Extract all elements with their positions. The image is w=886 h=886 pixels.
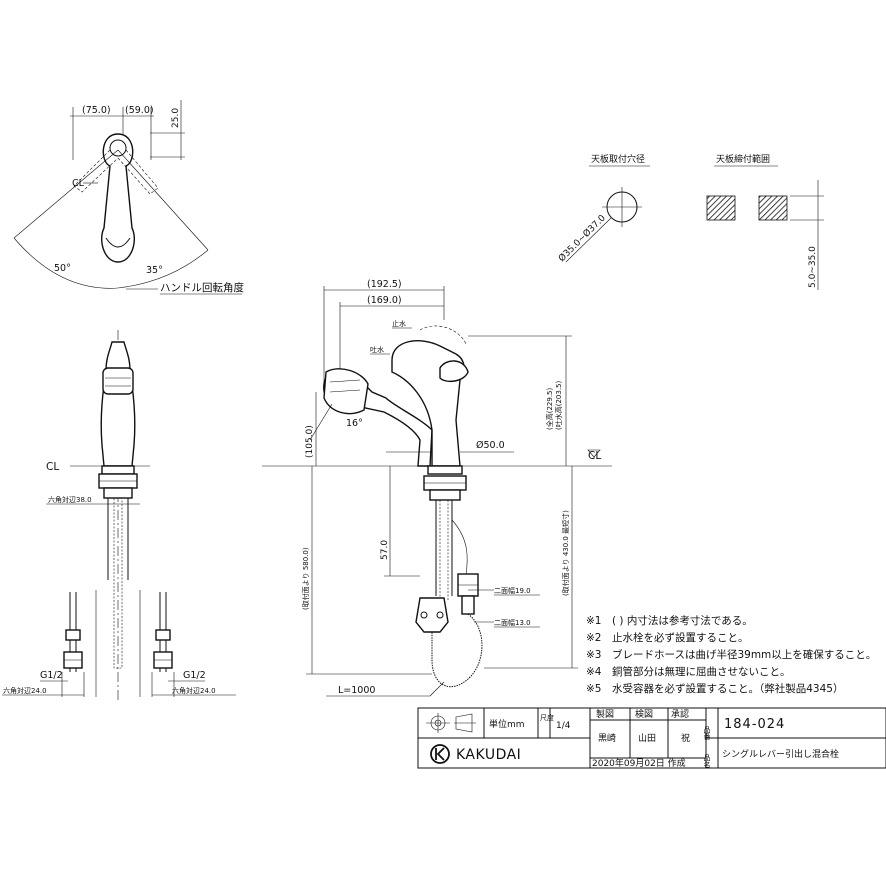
height-total: (全高(229.5): [545, 387, 554, 430]
checked-by: 山田: [638, 733, 656, 744]
checked-label: 検図: [635, 708, 653, 720]
top-view: (75.0) (59.0) 25.0 50° 35° CL ハンドル回転角度: [13, 100, 244, 295]
dim-57: 57.0: [380, 540, 390, 560]
angle-16: 16°: [346, 418, 363, 429]
width-13: 二面幅13.0: [494, 618, 531, 627]
note-5: ※5 水受容器を必ず設置すること。（弊社製品4345）: [586, 682, 843, 695]
height-spout: (吐水高(203.5): [554, 380, 563, 430]
scale-value: 1/4: [556, 721, 571, 731]
top-cl-label: CL: [72, 178, 85, 189]
dim-430: (取付面より 430.0 最短寸): [561, 510, 570, 596]
dim-580: (取付面より 580.0): [301, 547, 310, 610]
date-created: 2020年09月02日 作成: [592, 757, 686, 769]
front-hex-left: 六角対辺24.0: [3, 686, 47, 695]
dim-105: (105.0): [305, 425, 315, 458]
front-g-right: G1/2: [183, 670, 206, 681]
width-19: 二面幅19.0: [494, 586, 531, 595]
hole-dim: Ø35.0~Ø37.0: [556, 212, 608, 264]
drawn-by: 黒崎: [598, 732, 616, 744]
dim-169: (169.0): [367, 295, 402, 306]
front-view: CL 六角対辺38.0 G1/2 G1/2: [2, 330, 236, 700]
name-label: 品名: [703, 754, 711, 769]
approved-by: 祝: [681, 732, 690, 744]
thickness-title: 天板締付範囲: [716, 153, 770, 165]
note-2: ※2 止水栓を必ず設置すること。: [586, 631, 748, 644]
front-cl-label: CL: [46, 461, 59, 473]
product-no-label: 品番: [703, 726, 711, 741]
dim-192: (192.5): [367, 279, 402, 290]
product-name: シングルレバー引出し混合栓: [722, 748, 839, 760]
scale-label: 尺度: [540, 713, 554, 722]
approved-label: 承認: [671, 708, 689, 720]
note-4: ※4 銅管部分は無理に屈曲させないこと。: [586, 665, 790, 678]
note-1: ※1 ( ) 内寸法は参考寸法である。: [586, 614, 753, 627]
angle-35: 35°: [146, 265, 163, 276]
product-no: 184-024: [724, 717, 785, 732]
brand-name: KAKUDAI: [456, 747, 521, 763]
thickness-diagram: 天板締付範囲 5.0~35.0: [706, 153, 824, 290]
title-block: 単位mm 尺度 1/4 製図 検図 承認 黒崎 山田 祝 品番 184-024 …: [417, 707, 886, 769]
dim-59: (59.0): [125, 105, 154, 116]
side-view: CL (192.5) (169.0) 止水 吐水 16° (105.0) Ø50…: [262, 279, 612, 697]
note-3: ※3 ブレードホースは曲げ半径39mm以上を確保すること。: [586, 648, 876, 661]
kakudai-logo: KAKUDAI: [430, 744, 521, 764]
label-flow: 吐水: [370, 345, 384, 354]
front-hex-right: 六角対辺24.0: [172, 686, 216, 695]
angle-50: 50°: [54, 263, 71, 274]
hole-diagram: 天板取付穴径 Ø35.0~Ø37.0: [556, 153, 650, 264]
dim-75: (75.0): [82, 105, 111, 116]
notes: ※1 ( ) 内寸法は参考寸法である。 ※2 止水栓を必ず設置すること。 ※3 …: [586, 614, 876, 695]
thickness-dim: 5.0~35.0: [808, 246, 818, 288]
front-g-left: G1/2: [40, 670, 63, 681]
dia-50: Ø50.0: [476, 440, 505, 451]
hole-title: 天板取付穴径: [591, 153, 645, 165]
front-hex-top: 六角対辺38.0: [48, 495, 92, 504]
rotation-caption: ハンドル回転角度: [160, 281, 244, 294]
dim-25: 25.0: [171, 108, 181, 128]
drawn-label: 製図: [596, 708, 614, 720]
hose-length: L=1000: [338, 685, 375, 696]
unit-label: 単位mm: [489, 718, 525, 730]
label-stop: 止水: [392, 319, 406, 328]
